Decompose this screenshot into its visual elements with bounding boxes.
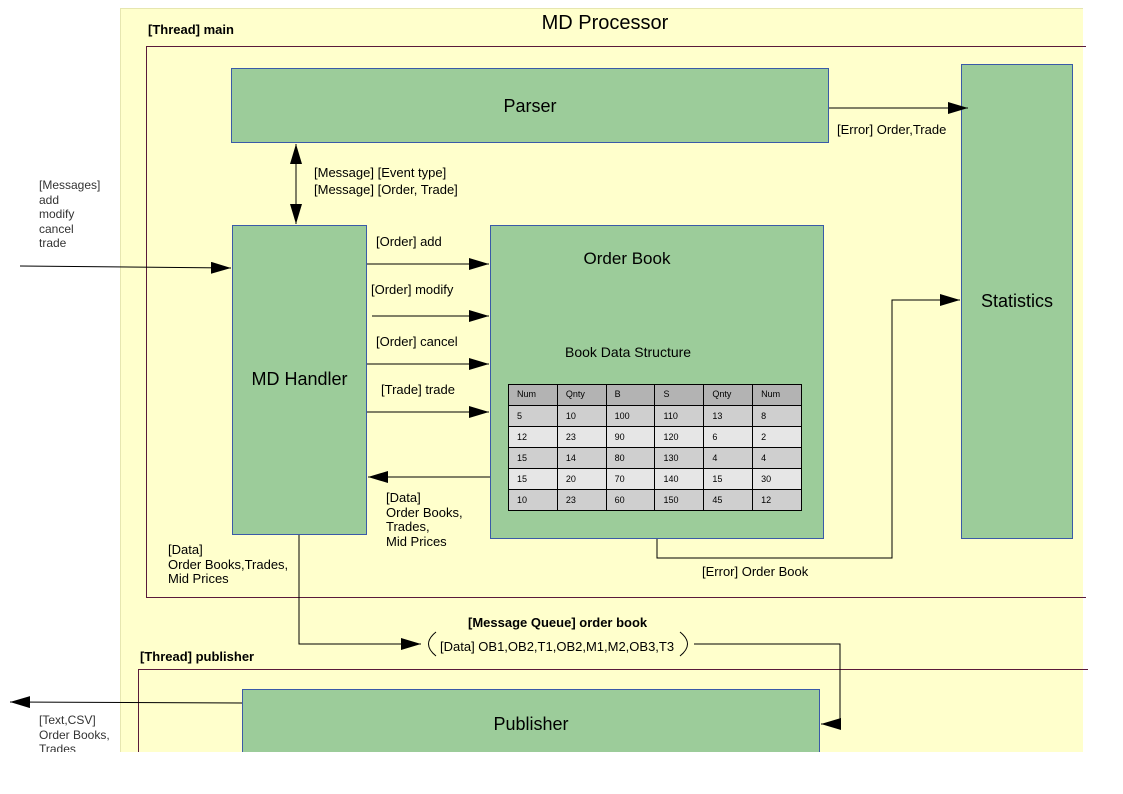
book-table-cell: 23 xyxy=(556,489,607,511)
publisher-output-arrow xyxy=(9,696,243,709)
book-table-header-cell: Num xyxy=(508,384,558,406)
input-messages-label: [Messages] add modify cancel trade xyxy=(39,178,100,251)
book-error-label: [Error] Order Book xyxy=(702,564,809,579)
book-table-cell: 140 xyxy=(654,468,705,490)
input-messages-line: [Messages] xyxy=(39,178,101,192)
book-table-cell: 4 xyxy=(752,447,802,469)
book-table-cell: 13 xyxy=(703,405,754,427)
md-handler-label: MD Handler xyxy=(251,369,348,389)
publisher-output-line: [Text,CSV] xyxy=(39,713,96,727)
order-add-label: [Order] add xyxy=(376,234,442,249)
publisher-output-line: Order Books, xyxy=(39,727,110,742)
thread-main-frame xyxy=(146,46,1086,598)
thread-main-label: [Thread] main xyxy=(148,22,234,37)
parser-label: Parser xyxy=(503,96,557,116)
book-table-cell: 2 xyxy=(752,426,802,448)
handler-output-line: [Data] xyxy=(168,542,203,557)
book-table-cell: 12 xyxy=(752,489,802,511)
book-return-line: [Data] xyxy=(386,490,421,505)
book-return-label: [Data] Order Books, Trades, Mid Prices xyxy=(386,490,463,549)
parser-link-line: [Message] [Event type] xyxy=(314,165,447,180)
book-table-cell: 90 xyxy=(605,426,656,448)
handler-queue-arrow xyxy=(298,535,421,650)
book-table-cell: 45 xyxy=(703,489,754,511)
queue-publisher-arrow xyxy=(694,643,841,730)
queue-title: [Message Queue] order book xyxy=(468,615,648,630)
book-return-line: Order Books, xyxy=(386,504,463,520)
queue-right-bracket xyxy=(679,631,688,657)
input-messages-line: modify xyxy=(39,207,75,222)
book-table-cell: 10 xyxy=(556,405,607,427)
trade-label: [Trade] trade xyxy=(381,382,455,397)
order-cancel-label: [Order] cancel xyxy=(376,334,458,349)
book-return-line: Trades, xyxy=(386,519,430,535)
book-return-line: Mid Prices xyxy=(386,533,447,549)
input-messages-line: cancel xyxy=(39,221,74,236)
handler-output-line: Mid Prices xyxy=(168,571,229,587)
statistics-label: Statistics xyxy=(980,291,1054,311)
book-table-cell: 20 xyxy=(556,468,607,490)
queue-left-bracket xyxy=(428,631,437,657)
thread-publisher-label: [Thread] publisher xyxy=(140,649,255,664)
book-table-cell: 150 xyxy=(654,489,705,511)
book-table-cell: 70 xyxy=(605,468,656,490)
input-messages-arrow xyxy=(19,261,232,274)
publisher-output-label: [Text,CSV] Order Books, Trades xyxy=(39,713,110,752)
book-table-cell: 110 xyxy=(654,405,705,427)
order-modify-label: [Order] modify xyxy=(371,282,454,297)
input-messages-line: trade xyxy=(39,236,67,251)
book-table-cell: 12 xyxy=(508,426,558,448)
parser-box: Parser xyxy=(231,68,829,143)
book-table-header-cell: Num xyxy=(752,384,802,406)
book-table-header-cell: Qnty xyxy=(556,384,607,406)
md-handler-box: MD Handler xyxy=(232,225,367,535)
publisher-label: Publisher xyxy=(493,714,569,734)
book-table-cell: 23 xyxy=(556,426,607,448)
handler-output-line: Order Books,Trades, xyxy=(168,556,289,572)
book-error-arrow xyxy=(656,294,960,559)
md-processor-title: MD Processor xyxy=(541,12,669,34)
input-messages-line: add xyxy=(39,192,60,207)
handler-output-label: [Data] Order Books,Trades, Mid Prices xyxy=(168,542,289,587)
book-table-cell: 14 xyxy=(556,447,607,469)
book-data-structure-label: Book Data Structure xyxy=(565,344,692,360)
book-table-cell: 120 xyxy=(654,426,705,448)
thread-publisher-frame xyxy=(138,669,1088,759)
parser-error-label: [Error] Order,Trade xyxy=(837,122,947,137)
bottom-cutoff xyxy=(0,752,1123,794)
publisher-box: Publisher xyxy=(242,689,820,752)
queue-content: [Data] OB1,OB2,T1,OB2,M1,M2,OB3,T3 xyxy=(440,639,675,654)
parser-link-line: [Message] [Order, Trade] xyxy=(314,182,458,197)
publisher-output-line: Trades xyxy=(39,742,76,752)
book-table-cell: 5 xyxy=(508,405,558,427)
book-table-cell: 60 xyxy=(605,489,656,511)
order-book-label: Order Book xyxy=(583,249,671,268)
parser-link-label: [Message] [Event type] [Message] [Order,… xyxy=(314,164,458,198)
book-table-header-cell: B xyxy=(605,384,656,406)
book-table-cell: 15 xyxy=(703,468,754,490)
statistics-box: Statistics xyxy=(961,64,1073,539)
book-table-header-cell: Qnty xyxy=(703,384,754,406)
